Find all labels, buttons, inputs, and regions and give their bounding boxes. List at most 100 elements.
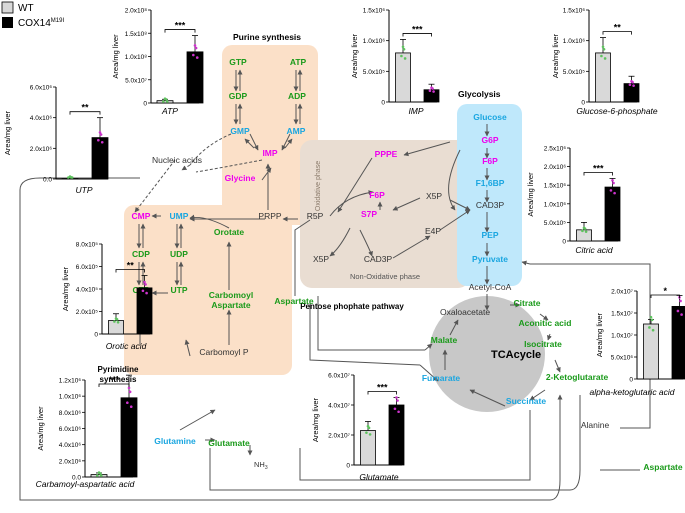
- nonoxidative-label: Non-Oxidative phase: [350, 272, 420, 281]
- y-tick-label: 8.0x10⁵: [76, 242, 99, 249]
- data-point: [650, 318, 654, 322]
- significance-bracket: [164, 29, 196, 33]
- y-tick-label: 1.2x10⁶: [59, 378, 82, 385]
- data-point: [99, 474, 103, 477]
- data-point: [100, 140, 104, 144]
- y-tick-label: 6.0x10⁵: [76, 264, 99, 271]
- y-tick-label: 0: [143, 101, 147, 108]
- pathway-arrow: [359, 229, 373, 257]
- metabolite-glycine: Glycine: [225, 173, 256, 183]
- y-axis-label: Area/mg liver: [551, 33, 560, 78]
- bar-mutant: [671, 305, 685, 380]
- metabolite-orotate: Orotate: [214, 227, 245, 237]
- data-point: [395, 396, 398, 399]
- legend-wt-label: WT: [18, 3, 34, 14]
- data-point: [649, 315, 653, 319]
- y-tick-label: 4.0x10⁶: [30, 115, 53, 122]
- data-point: [98, 472, 102, 475]
- y-axis-label: Area/mg liver: [111, 34, 120, 79]
- significance-bracket: [650, 294, 680, 298]
- y-tick-label: 1.0x10⁸: [125, 54, 148, 61]
- pathway-arrow: [521, 260, 531, 266]
- y-axis-label: Area/mg liver: [350, 33, 359, 78]
- metabolite-citrate: Citrate: [514, 298, 541, 308]
- chart-name: IMP: [408, 106, 423, 116]
- data-point: [651, 328, 655, 332]
- data-point: [143, 280, 146, 284]
- bar-mutant: [423, 89, 440, 103]
- legend-mut-swatch: [2, 17, 13, 28]
- data-point: [99, 133, 103, 136]
- pathway-arrow: [448, 149, 461, 211]
- y-tick-label: 8.0x10⁶: [59, 410, 82, 417]
- data-point: [600, 54, 603, 58]
- bar-wt: [90, 474, 108, 478]
- metabolite-ketoglut: 2-Ketoglutarate: [546, 372, 609, 382]
- metabolite-s7p: S7P: [361, 209, 377, 219]
- bar-mutant: [136, 287, 153, 335]
- data-point: [115, 318, 119, 321]
- y-tick-label: 5.0x10⁵: [563, 69, 586, 76]
- data-point: [195, 56, 199, 59]
- pathway-arrow: [547, 333, 552, 341]
- y-axis-label: Area/mg liver: [61, 266, 70, 311]
- pathway-arrow: [281, 133, 291, 151]
- y-tick-label: 2.0x10⁷: [611, 289, 634, 296]
- y-tick-label: 1.0x10⁶: [544, 201, 567, 208]
- y-tick-label: 4.0x10⁷: [328, 403, 351, 410]
- metabolite-nh3: NH3: [254, 460, 268, 471]
- data-point: [126, 401, 129, 405]
- data-point: [603, 57, 607, 60]
- significance-stars: ***: [109, 375, 120, 385]
- metabolite-glucose: Glucose: [473, 112, 507, 122]
- metabolite-g6p: G6P: [481, 135, 498, 145]
- pathway-arrow: [469, 389, 506, 407]
- bar-wt: [108, 320, 124, 335]
- chart-name: Orotic acid: [106, 341, 147, 351]
- metabolite-glutamate: Glutamate: [208, 438, 250, 448]
- data-point: [67, 176, 70, 179]
- significance-stars: ***: [377, 383, 388, 393]
- pentose-region: [300, 140, 470, 288]
- data-point: [602, 47, 606, 51]
- data-point: [431, 87, 434, 90]
- y-tick-label: 0: [629, 377, 633, 384]
- metabolite-nucleic: Nucleic acids: [152, 155, 202, 165]
- y-tick-label: 5.0x10⁷: [125, 77, 148, 84]
- pathway-arrow: [449, 199, 471, 211]
- metabolite-glutamine: Glutamine: [154, 436, 196, 446]
- y-tick-label: 6.0x10⁶: [59, 426, 82, 433]
- pyrimidine-region: [124, 205, 292, 375]
- data-point: [113, 320, 116, 323]
- pathway-arrow: [329, 190, 374, 217]
- pathway-arrow: [181, 164, 191, 171]
- data-point: [365, 431, 368, 434]
- significance-bracket: [367, 391, 397, 395]
- y-tick-label: 4.0x10⁵: [76, 287, 99, 294]
- data-point: [631, 80, 634, 84]
- metabolite-x5p_a: X5P: [426, 191, 442, 201]
- data-point: [403, 57, 407, 60]
- y-tick-label: 1.5x10⁷: [611, 311, 634, 318]
- bar-mutant: [604, 186, 621, 242]
- significance-bracket: [583, 172, 613, 176]
- y-tick-label: 5.0x10⁶: [611, 355, 634, 362]
- pathway-line: [299, 410, 531, 481]
- y-tick-label: 4.0x10⁶: [59, 442, 82, 449]
- significance-bracket: [98, 383, 130, 387]
- data-point: [367, 426, 371, 430]
- tca-title: TCAcycle: [491, 349, 541, 361]
- bar-mutant: [91, 137, 109, 180]
- pathway-arrow: [419, 364, 439, 382]
- bar-mutant: [623, 83, 640, 103]
- metabolite-utp: UTP: [171, 285, 188, 295]
- bar-mutant: [120, 397, 138, 478]
- pathway-arrow: [392, 235, 431, 259]
- data-point: [611, 179, 614, 182]
- significance-bracket: [402, 33, 432, 37]
